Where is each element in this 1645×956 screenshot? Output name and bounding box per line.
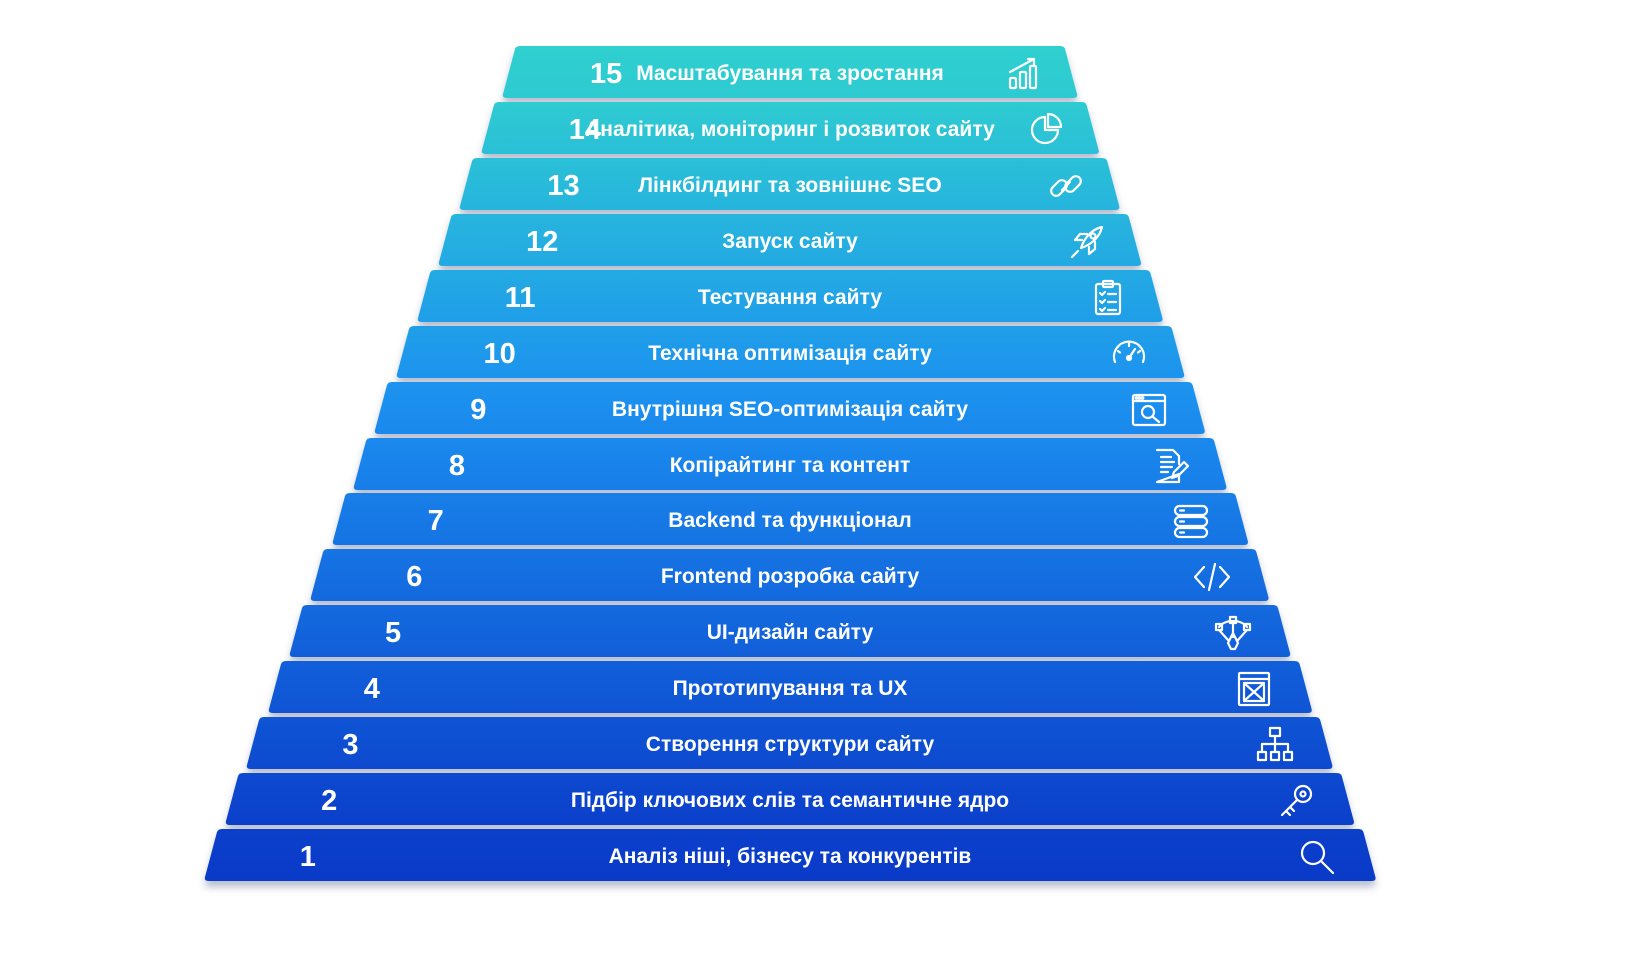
step-number: 13 [547, 169, 580, 202]
search-icon [1297, 837, 1337, 877]
step-6: 6 Frontend розробка сайту [310, 549, 1269, 605]
step-number: 15 [590, 58, 623, 90]
step-4: 4 Прототипування та UX [268, 661, 1313, 717]
step-11: 11 Тестування сайту [417, 269, 1163, 326]
step-1: 1 Аналіз ніші, бізнесу та конкурентів [204, 829, 1376, 885]
step-label: Аналітика, моніторинг і розвиток сайту [585, 117, 995, 141]
step-number: 6 [406, 561, 423, 594]
step-number: 9 [470, 393, 487, 426]
step-bar [225, 773, 1355, 826]
step-bar [247, 717, 1333, 770]
step-bar [332, 493, 1248, 546]
bar-chart-growth-icon [1004, 54, 1044, 94]
step-3: 3 Створення структури сайту [246, 717, 1333, 773]
step-2: 2 Підбір ключових слів та семантичне ядро [225, 773, 1355, 829]
step-bar [481, 101, 1099, 154]
sitemap-icon [1255, 725, 1295, 765]
step-number: 4 [363, 673, 380, 706]
step-label: Технічна оптимізація сайту [648, 341, 932, 365]
step-number: 1 [299, 841, 316, 873]
step-label: Backend та функціонал [668, 509, 912, 533]
step-bar [353, 437, 1227, 490]
step-9: 9 Внутрішня SEO-оптимізація сайту [374, 381, 1206, 438]
link-icon [1046, 166, 1086, 206]
step-12: 12 Запуск сайту [438, 213, 1142, 270]
step-label: Запуск сайту [722, 229, 858, 253]
step-bar [502, 46, 1078, 98]
vector-pen-icon [1213, 613, 1253, 653]
step-5: 5 UI-дизайн сайту [289, 605, 1291, 661]
step-7: 7 Backend та функціонал [332, 493, 1249, 549]
step-bar [417, 269, 1163, 322]
step-bar [289, 605, 1291, 658]
step-number: 8 [448, 449, 466, 482]
step-bar [438, 213, 1142, 266]
step-number: 7 [427, 505, 444, 538]
wireframe-icon [1234, 669, 1274, 709]
rocket-icon [1067, 222, 1107, 262]
step-10: 10 Технічна оптимізація сайту [396, 325, 1185, 382]
step-bar [204, 829, 1376, 881]
step-15: 15 Масштабування та зростання [502, 46, 1078, 102]
step-label: Лінкбілдинг та зовнішнє SEO [638, 173, 942, 197]
step-label: Внутрішня SEO-оптимізація сайту [611, 397, 969, 421]
step-bar [396, 325, 1184, 378]
step-number: 11 [504, 281, 536, 314]
step-label: Створення структури сайту [645, 733, 935, 757]
step-bar [311, 549, 1269, 602]
step-bar [268, 661, 1312, 714]
step-label: Тестування сайту [697, 285, 883, 309]
step-label: Підбір ключових слів та семантичне ядро [570, 789, 1010, 813]
pie-chart-icon [1025, 110, 1065, 150]
clipboard-checklist-icon [1088, 278, 1128, 318]
step-number: 14 [568, 113, 601, 146]
step-number: 5 [385, 617, 402, 650]
step-label: Масштабування та зростання [636, 62, 944, 85]
browser-search-icon [1129, 390, 1169, 430]
step-number: 2 [321, 785, 338, 818]
step-label: Frontend розробка сайту [660, 565, 920, 589]
key-icon [1276, 781, 1316, 821]
step-number: 3 [342, 729, 359, 762]
database-server-icon [1171, 501, 1211, 541]
step-number: 10 [483, 337, 516, 370]
step-8: 8 Копірайтинг та контент [353, 437, 1227, 494]
step-bar [375, 381, 1205, 434]
document-edit-icon [1150, 446, 1190, 486]
step-number: 12 [526, 225, 559, 258]
step-bar [460, 157, 1120, 210]
speedometer-icon [1109, 334, 1149, 374]
step-label: Аналіз ніші, бізнесу та конкурентів [608, 845, 972, 868]
step-13: 13 Лінкбілдинг та зовнішнє SEO [459, 157, 1120, 214]
step-label: UI-дизайн сайту [706, 621, 874, 645]
step-label: Прототипування та UX [672, 677, 908, 701]
step-label: Копірайтинг та контент [669, 453, 911, 477]
code-icon [1192, 557, 1232, 597]
